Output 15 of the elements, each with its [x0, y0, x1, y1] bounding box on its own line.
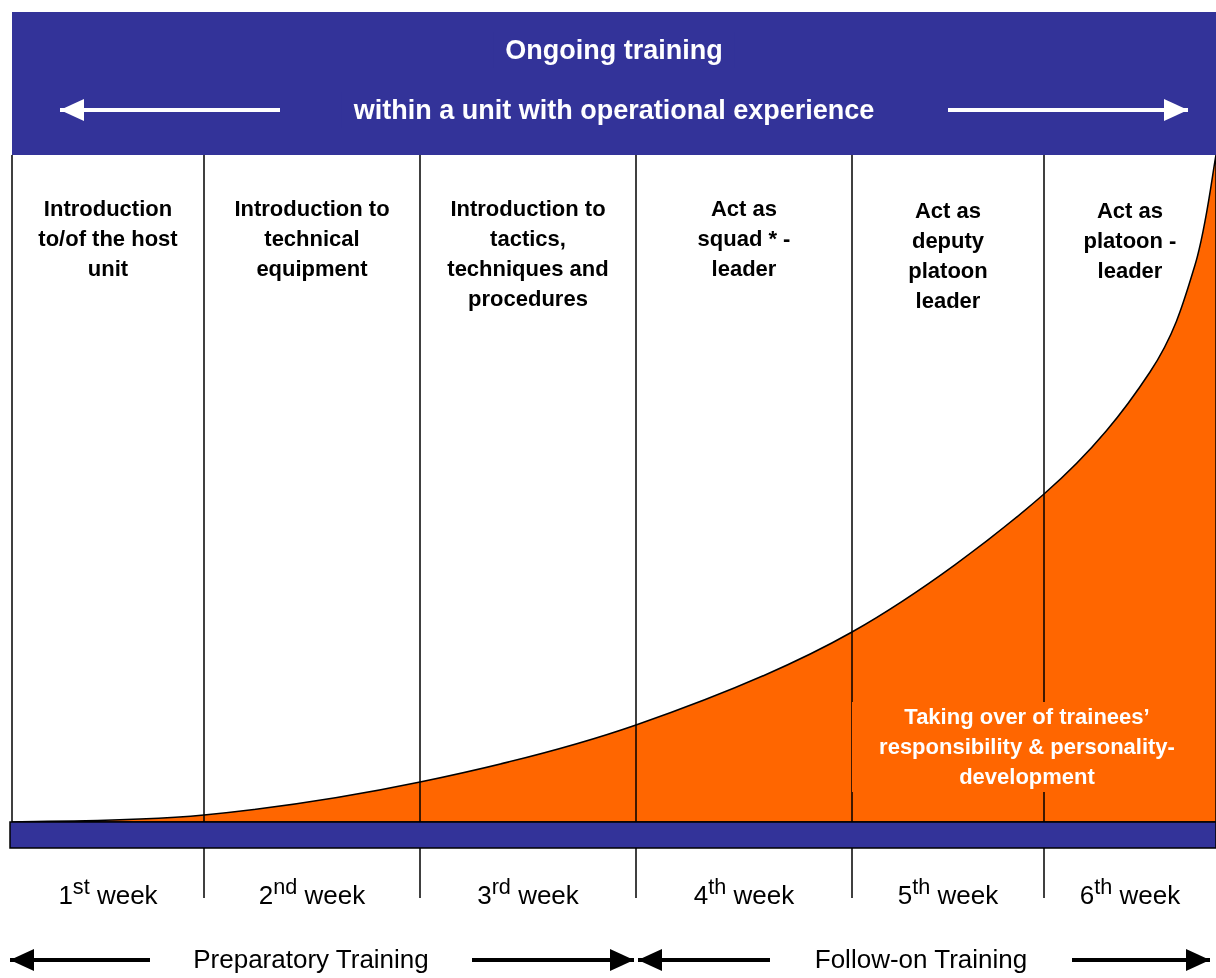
column-heading: Introduction to/of the host unit — [37, 195, 179, 283]
column-heading: Introduction to technical equipment — [233, 195, 391, 283]
week-label: 5$^{th}$ week — [896, 873, 1000, 910]
column-heading: Act as squad * - leader — [696, 195, 792, 283]
week-label: 6$^{th}$ week — [1078, 873, 1182, 910]
column-heading: Act as platoon - leader — [1082, 197, 1178, 285]
phase-label: Preparatory Training — [192, 944, 430, 974]
week-label: 3$^{rd}$ week — [476, 873, 580, 910]
phase-label: Follow-on Training — [813, 944, 1029, 974]
week-label: 2$^{nd}$ week — [257, 873, 367, 910]
week-label: 4$^{th}$ week — [692, 873, 796, 910]
column-heading: Act as deputy platoon leader — [907, 197, 989, 315]
column-heading: Introduction to tactics, techniques and procedures — [446, 195, 610, 313]
week-label: 1$^{st}$ week — [57, 873, 159, 910]
header-band — [12, 12, 1216, 155]
